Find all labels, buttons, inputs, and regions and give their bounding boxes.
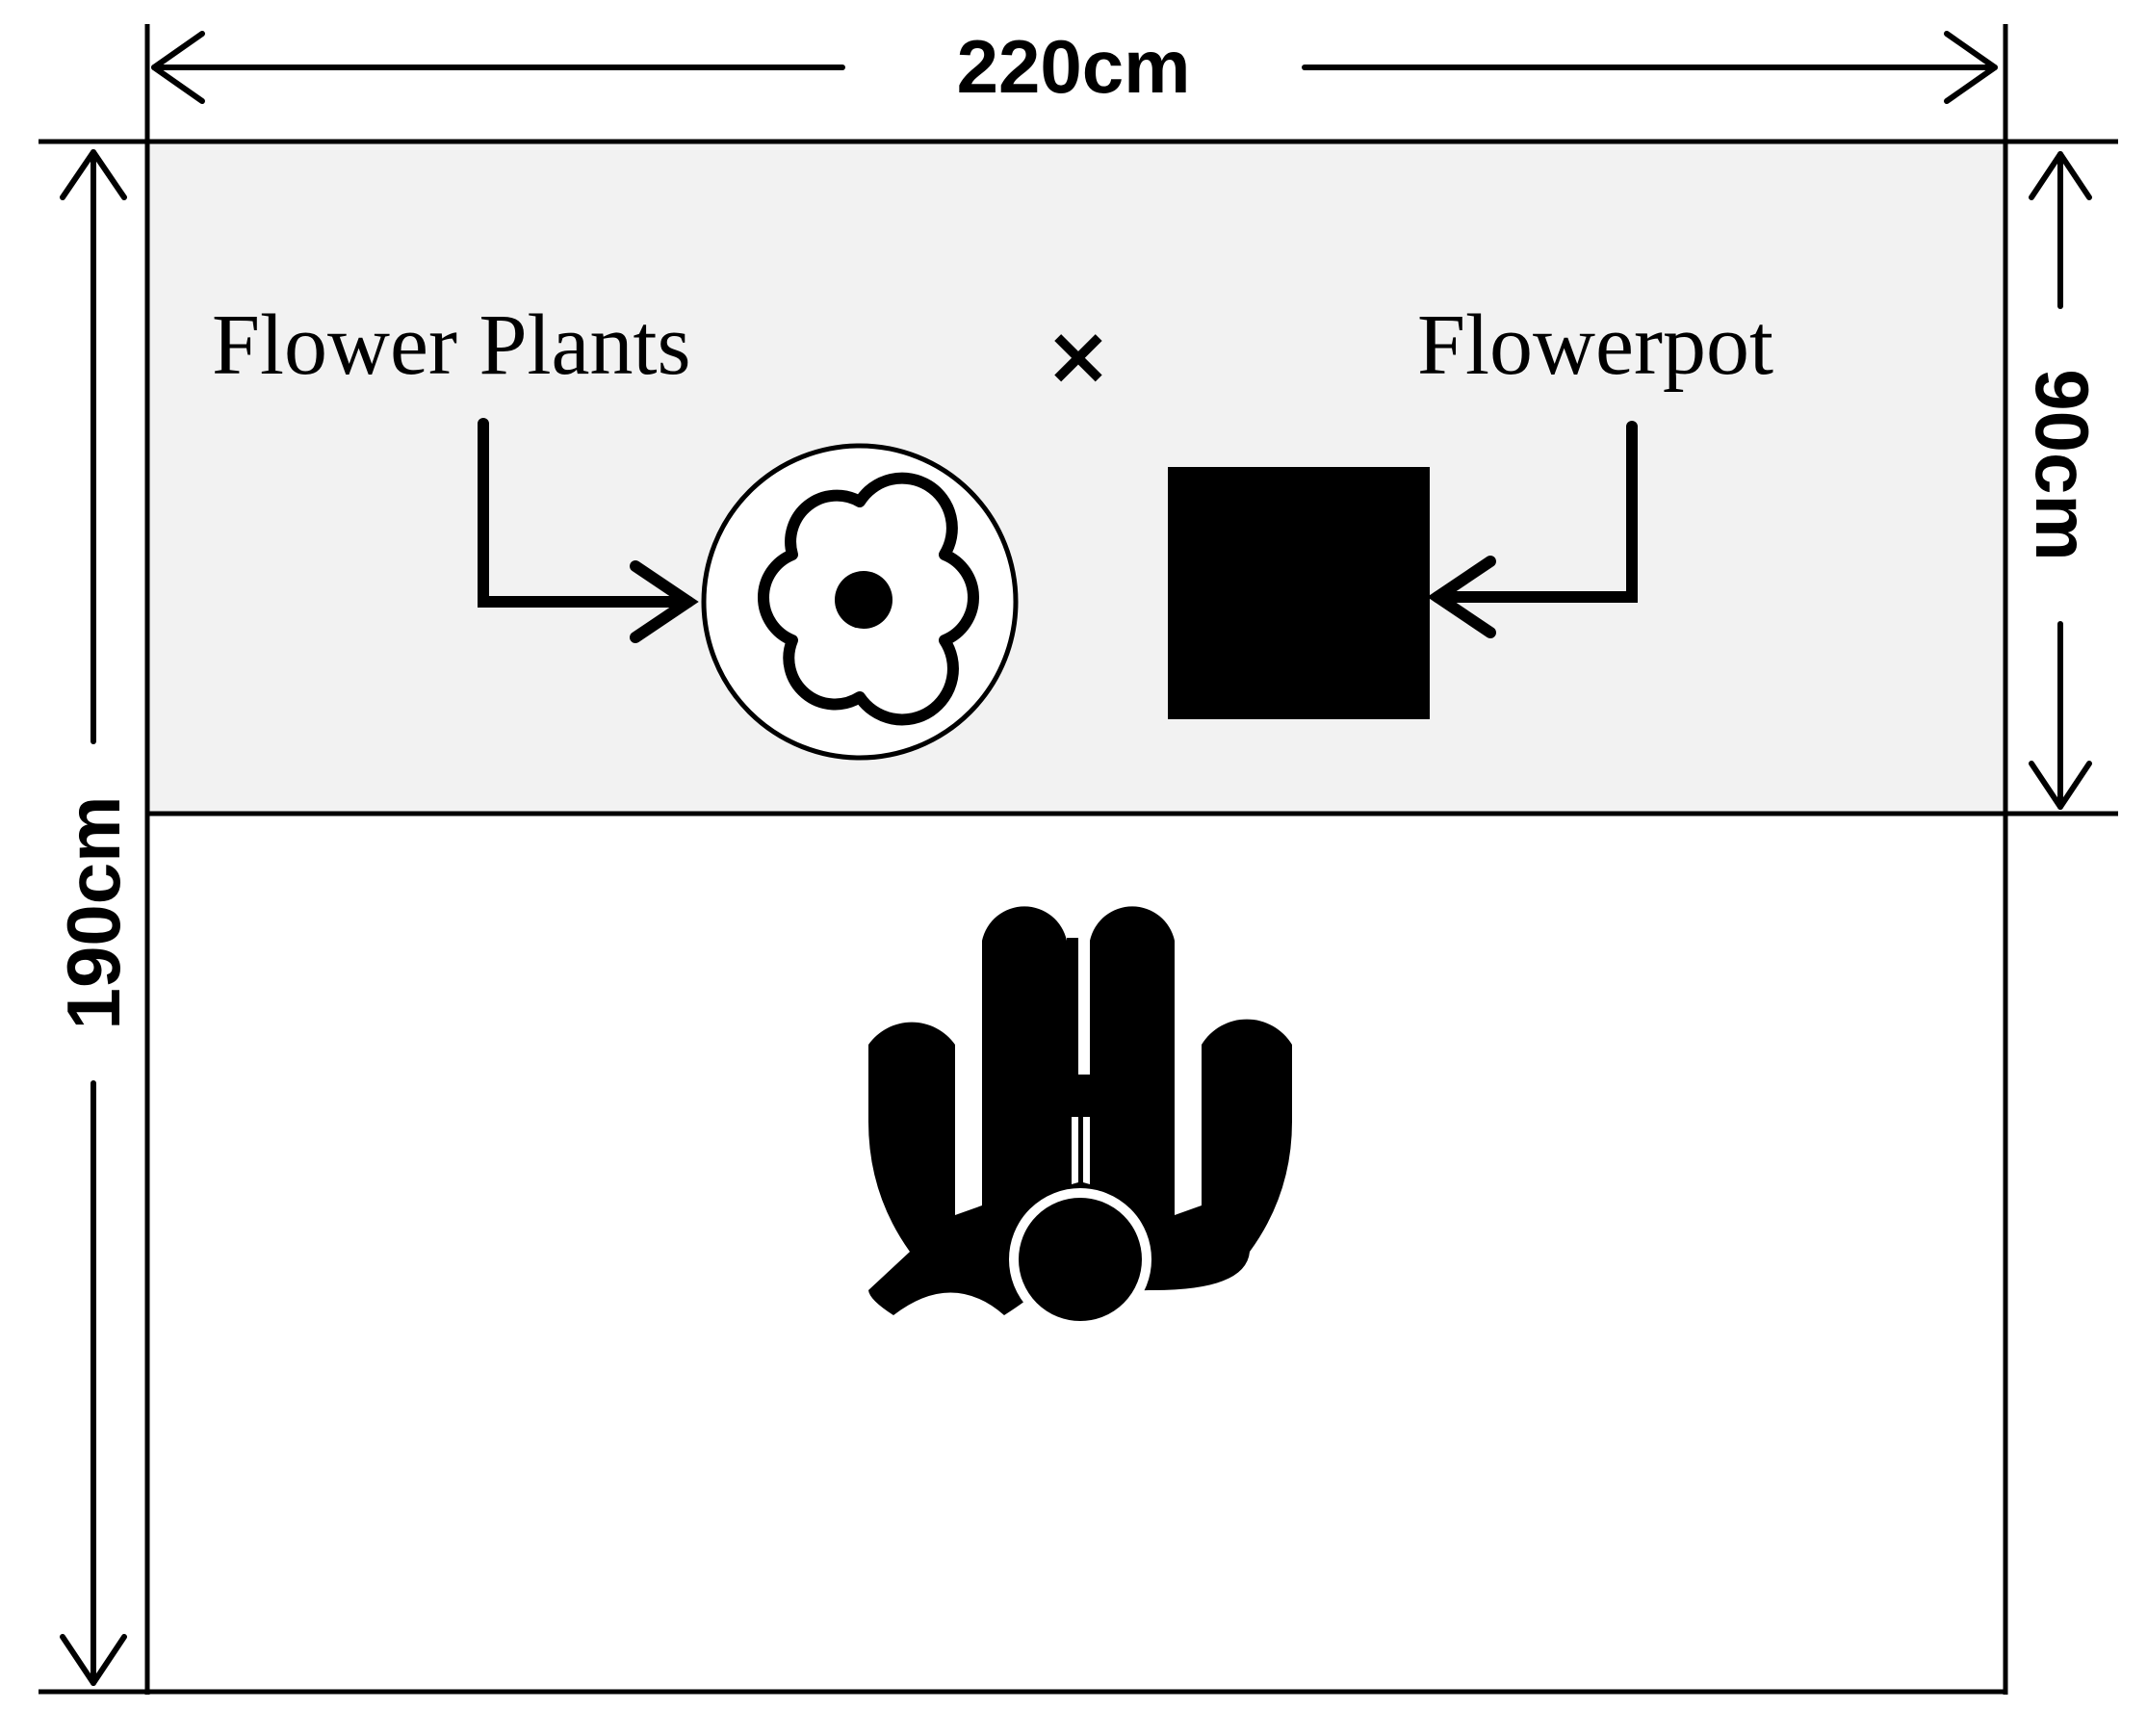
upper-zone-depth-label: 90cm <box>2020 369 2105 561</box>
upper-zone-dimension-arrow <box>2029 151 2092 810</box>
flower-plants-label: Flower Plants <box>212 298 691 393</box>
height-label: 190cm <box>51 796 136 1030</box>
width-dimension-arrow <box>151 31 1998 104</box>
height-dimension-arrow <box>60 149 127 1686</box>
flowerpot-square-icon <box>1168 467 1430 719</box>
flower-plants-pointer-arrow <box>478 418 699 643</box>
flowerpot-label: Flowerpot <box>1417 298 1773 393</box>
width-label: 220cm <box>957 24 1191 109</box>
person-hands-icon <box>868 906 1292 1331</box>
upper-zone <box>147 142 2005 814</box>
flowerpot-pointer-arrow <box>1427 421 1638 638</box>
room-outline <box>39 24 2118 1695</box>
flower-plant-icon <box>701 443 1019 761</box>
cross-symbol: × <box>1045 308 1112 402</box>
